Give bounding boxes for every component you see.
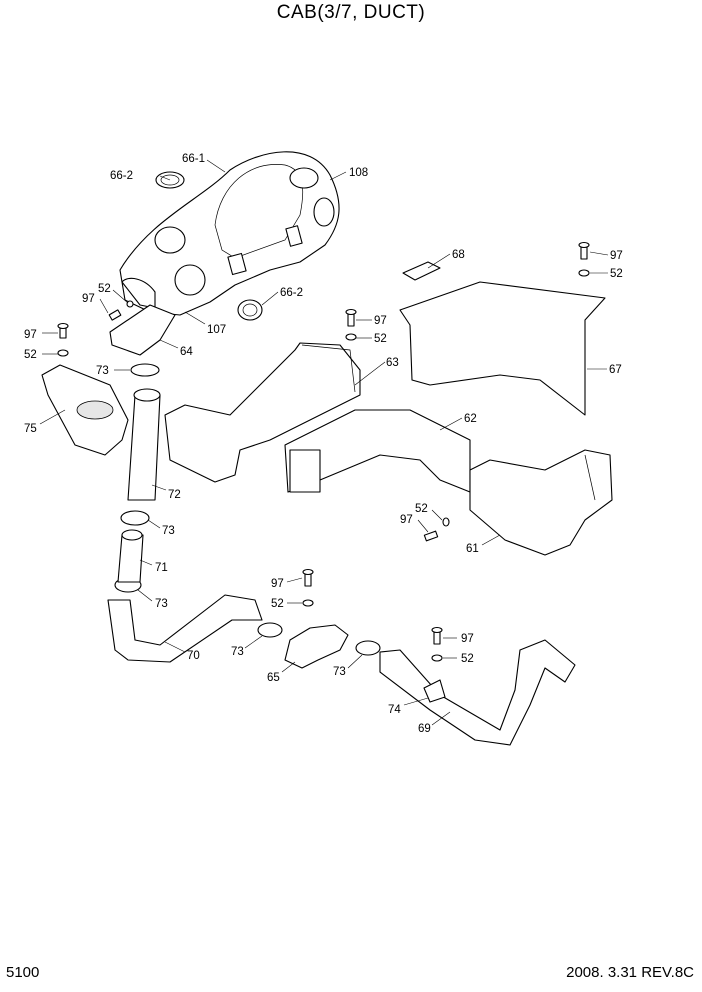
callout: 61 — [466, 543, 479, 555]
callout: 66-1 — [182, 153, 205, 165]
duct-72 — [127, 394, 161, 501]
callout: 97 — [374, 315, 387, 327]
callout: 68 — [452, 249, 465, 261]
callout: 73 — [96, 365, 109, 377]
callout: 73 — [155, 598, 168, 610]
callout: 73 — [333, 666, 346, 678]
callout: 52 — [461, 653, 474, 665]
duct-61 — [469, 449, 613, 556]
hose-70 — [107, 594, 263, 663]
callout: 52 — [415, 503, 428, 515]
callout: 52 — [271, 598, 284, 610]
callout: 52 — [374, 333, 387, 345]
callout: 70 — [187, 650, 200, 662]
callout: 66-2 — [280, 287, 303, 299]
page-number: 5100 — [6, 964, 40, 981]
callout: 64 — [180, 346, 193, 358]
callout: 75 — [24, 423, 37, 435]
hose-69 — [379, 639, 576, 746]
grille-side — [237, 299, 263, 321]
callout-labels: 66-1 66-2 108 52 97 66-2 107 64 97 52 73… — [24, 153, 623, 735]
clamp-73-e — [355, 640, 381, 656]
instrument-panel-cover — [119, 151, 340, 316]
callout: 52 — [610, 268, 623, 280]
bolt-97-washer-52-e — [423, 517, 450, 542]
callout: 108 — [349, 167, 368, 179]
duct-71 — [117, 534, 144, 583]
callout: 52 — [98, 283, 111, 295]
callout: 97 — [461, 633, 474, 645]
callout: 72 — [168, 489, 181, 501]
callout: 97 — [271, 578, 284, 590]
revision-date: 2008. 3.31 REV.8C — [566, 964, 694, 981]
page-title: CAB(3/7, DUCT) — [276, 2, 426, 23]
callout: 73 — [162, 525, 175, 537]
clamp-73-d — [257, 622, 283, 638]
clamp-74 — [423, 679, 446, 703]
callout: 62 — [464, 413, 477, 425]
pad-68 — [402, 261, 441, 281]
clamp-73-b — [120, 510, 150, 526]
callout: 66-2 — [110, 170, 133, 182]
callout: 97 — [400, 514, 413, 526]
bolt-97-washer-52-g — [431, 626, 443, 662]
callout: 67 — [609, 364, 622, 376]
bolt-97-washer-52-f — [302, 568, 314, 607]
panel-67 — [399, 281, 606, 416]
bolt-97-washer-52-a — [57, 322, 69, 357]
duct-63 — [164, 342, 361, 483]
callout: 71 — [155, 562, 168, 574]
callout: 74 — [388, 704, 401, 716]
callout: 52 — [24, 349, 37, 361]
callout: 73 — [231, 646, 244, 658]
leader-lines — [39, 159, 609, 726]
bolt-97-washer-52-d — [578, 241, 590, 277]
callout: 63 — [386, 357, 399, 369]
callout: 97 — [82, 293, 95, 305]
bolt-97-washer-52-c — [345, 308, 357, 341]
bolt-97-washer-52-b — [108, 300, 134, 321]
elbow-65 — [284, 624, 349, 669]
callout: 69 — [418, 723, 431, 735]
callout: 65 — [267, 672, 280, 684]
callout: 97 — [610, 250, 623, 262]
callout: 107 — [207, 324, 226, 336]
callout: 97 — [24, 329, 37, 341]
clamp-73-a — [130, 363, 160, 377]
